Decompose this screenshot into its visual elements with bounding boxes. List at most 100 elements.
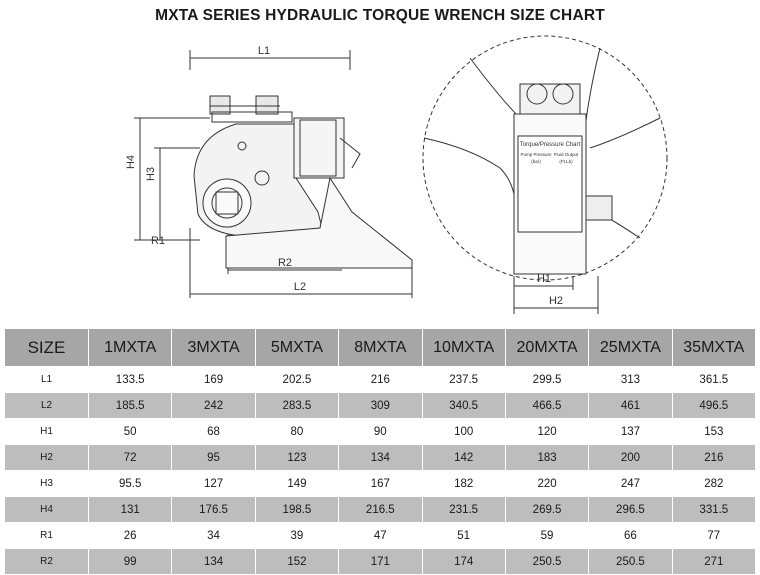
- table-cell: 142: [421, 444, 506, 471]
- row-label: L2: [4, 392, 89, 419]
- table-row: H1 50 68 80 90 100 120 137 153: [4, 418, 757, 445]
- label-L2: L2: [294, 281, 306, 293]
- table-cell: 90: [338, 418, 423, 445]
- table-cell: 171: [338, 548, 423, 575]
- header-cell: 25MXTA: [588, 328, 673, 367]
- table-row: H2 72 95 123 134 142 183 200 216: [4, 444, 757, 471]
- table-cell: 174: [421, 548, 506, 575]
- table-cell: 153: [671, 418, 757, 445]
- table-cell: 220: [504, 470, 590, 497]
- table-cell: 66: [588, 522, 673, 549]
- table-cell: 99: [87, 548, 173, 575]
- table-cell: 123: [254, 444, 340, 471]
- plate-title: Torque/Pressure Chart: [520, 142, 581, 148]
- table-cell: 182: [421, 470, 506, 497]
- table-cell: 269.5: [504, 496, 590, 523]
- table-cell: 51: [421, 522, 506, 549]
- header-cell: 10MXTA: [421, 328, 506, 367]
- header-cell: 1MXTA: [87, 328, 173, 367]
- table-cell: 466.5: [504, 392, 590, 419]
- label-R2: R2: [278, 257, 292, 269]
- row-label: H4: [4, 496, 89, 523]
- label-H3: H3: [145, 167, 157, 181]
- plate-unit2: (Ft.Lb): [559, 159, 573, 164]
- table-cell: 95.5: [87, 470, 173, 497]
- plate-col2: Fluid Output: [554, 152, 579, 157]
- table-cell: 242: [171, 392, 256, 419]
- label-H4: H4: [125, 155, 137, 169]
- label-H2: H2: [549, 295, 563, 307]
- side-view-drawing: [134, 50, 413, 298]
- header-cell: 5MXTA: [254, 328, 340, 367]
- table-cell: 185.5: [87, 392, 173, 419]
- table-row: L2 185.5 242 283.5 309 340.5 466.5 461 4…: [4, 392, 757, 419]
- table-cell: 496.5: [671, 392, 757, 419]
- table-cell: 134: [338, 444, 423, 471]
- header-cell: 20MXTA: [504, 328, 590, 367]
- table-cell: 299.5: [504, 366, 590, 393]
- table-cell: 461: [588, 392, 673, 419]
- table-cell: 134: [171, 548, 256, 575]
- table-row: H4 131 176.5 198.5 216.5 231.5 269.5 296…: [4, 496, 757, 523]
- technical-drawing: L1 L2 R2 R1 H4 H3 Torque/Pressure Chart …: [125, 35, 668, 314]
- table-cell: 176.5: [171, 496, 256, 523]
- header-cell: SIZE: [4, 328, 89, 367]
- table-cell: 26: [87, 522, 173, 549]
- row-label: R1: [4, 522, 89, 549]
- row-label: H2: [4, 444, 89, 471]
- table-cell: 271: [671, 548, 757, 575]
- table-cell: 169: [171, 366, 256, 393]
- table-cell: 198.5: [254, 496, 340, 523]
- row-label: H1: [4, 418, 89, 445]
- table-cell: 216.5: [338, 496, 423, 523]
- table-cell: 77: [671, 522, 757, 549]
- table-cell: 340.5: [421, 392, 506, 419]
- label-R1: R1: [151, 235, 165, 247]
- table-cell: 202.5: [254, 366, 340, 393]
- front-view-labels: H1 H2: [537, 273, 563, 307]
- table-cell: 80: [254, 418, 340, 445]
- table-cell: 247: [588, 470, 673, 497]
- table-row: L1 133.5 169 202.5 216 237.5 299.5 313 3…: [4, 366, 757, 393]
- table-cell: 120: [504, 418, 590, 445]
- table-cell: 296.5: [588, 496, 673, 523]
- table-cell: 50: [87, 418, 173, 445]
- table-cell: 100: [421, 418, 506, 445]
- table-cell: 313: [588, 366, 673, 393]
- table-cell: 183: [504, 444, 590, 471]
- row-label: L1: [4, 366, 89, 393]
- table-cell: 200: [588, 444, 673, 471]
- table-cell: 149: [254, 470, 340, 497]
- label-plate-text: Torque/Pressure Chart Pump Pressure Flui…: [520, 142, 581, 164]
- table-cell: 216: [671, 444, 757, 471]
- table-cell: 231.5: [421, 496, 506, 523]
- table-cell: 137: [588, 418, 673, 445]
- table-cell: 72: [87, 444, 173, 471]
- table-cell: 216: [338, 366, 423, 393]
- size-chart-table: SIZE 1MXTA 3MXTA 5MXTA 8MXTA 10MXTA 20MX…: [4, 328, 757, 575]
- table-cell: 95: [171, 444, 256, 471]
- row-label: H3: [4, 470, 89, 497]
- table-row: R1 26 34 39 47 51 59 66 77: [4, 522, 757, 549]
- table-cell: 47: [338, 522, 423, 549]
- table-row: H3 95.5 127 149 167 182 220 247 282: [4, 470, 757, 497]
- table-cell: 361.5: [671, 366, 757, 393]
- row-label: R2: [4, 548, 89, 575]
- table-row: R2 99 134 152 171 174 250.5 250.5 271: [4, 548, 757, 575]
- table-cell: 68: [171, 418, 256, 445]
- plate-unit1: (bar): [531, 159, 541, 164]
- table-cell: 309: [338, 392, 423, 419]
- header-cell: 35MXTA: [671, 328, 757, 367]
- side-view-labels: L1 L2 R2 R1 H4 H3: [125, 45, 306, 293]
- label-H1: H1: [537, 273, 551, 285]
- table-cell: 167: [338, 470, 423, 497]
- table-cell: 131: [87, 496, 173, 523]
- table-cell: 34: [171, 522, 256, 549]
- table-cell: 133.5: [87, 366, 173, 393]
- table-cell: 152: [254, 548, 340, 575]
- table-cell: 282: [671, 470, 757, 497]
- table-cell: 59: [504, 522, 590, 549]
- header-cell: 8MXTA: [338, 328, 423, 367]
- table-cell: 250.5: [504, 548, 590, 575]
- header-cell: 3MXTA: [171, 328, 256, 367]
